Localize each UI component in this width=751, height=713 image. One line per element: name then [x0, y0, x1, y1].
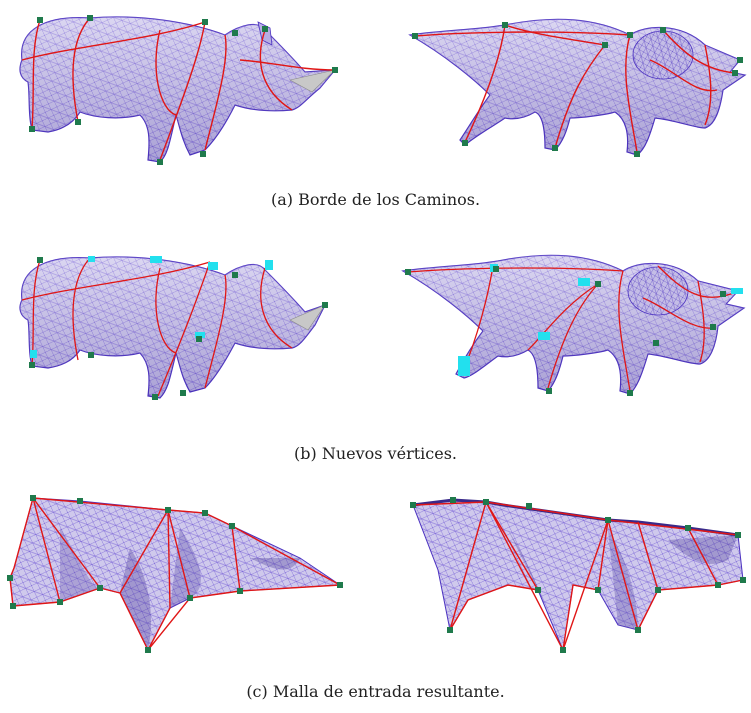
- rhino-paths-figure: [0, 0, 360, 175]
- rhino-new-vertices-figure: [0, 240, 360, 410]
- caption-b: (b) Nuevos vértices.: [0, 444, 751, 464]
- triceratops-paths-figure: [405, 0, 751, 175]
- rhino-input-mesh-figure: [0, 488, 350, 658]
- triceratops-input-mesh-figure: [408, 490, 751, 660]
- caption-c: (c) Malla de entrada resultante.: [0, 682, 751, 702]
- triceratops-new-vertices-figure: [398, 236, 751, 410]
- caption-a: (a) Borde de los Caminos.: [0, 190, 751, 210]
